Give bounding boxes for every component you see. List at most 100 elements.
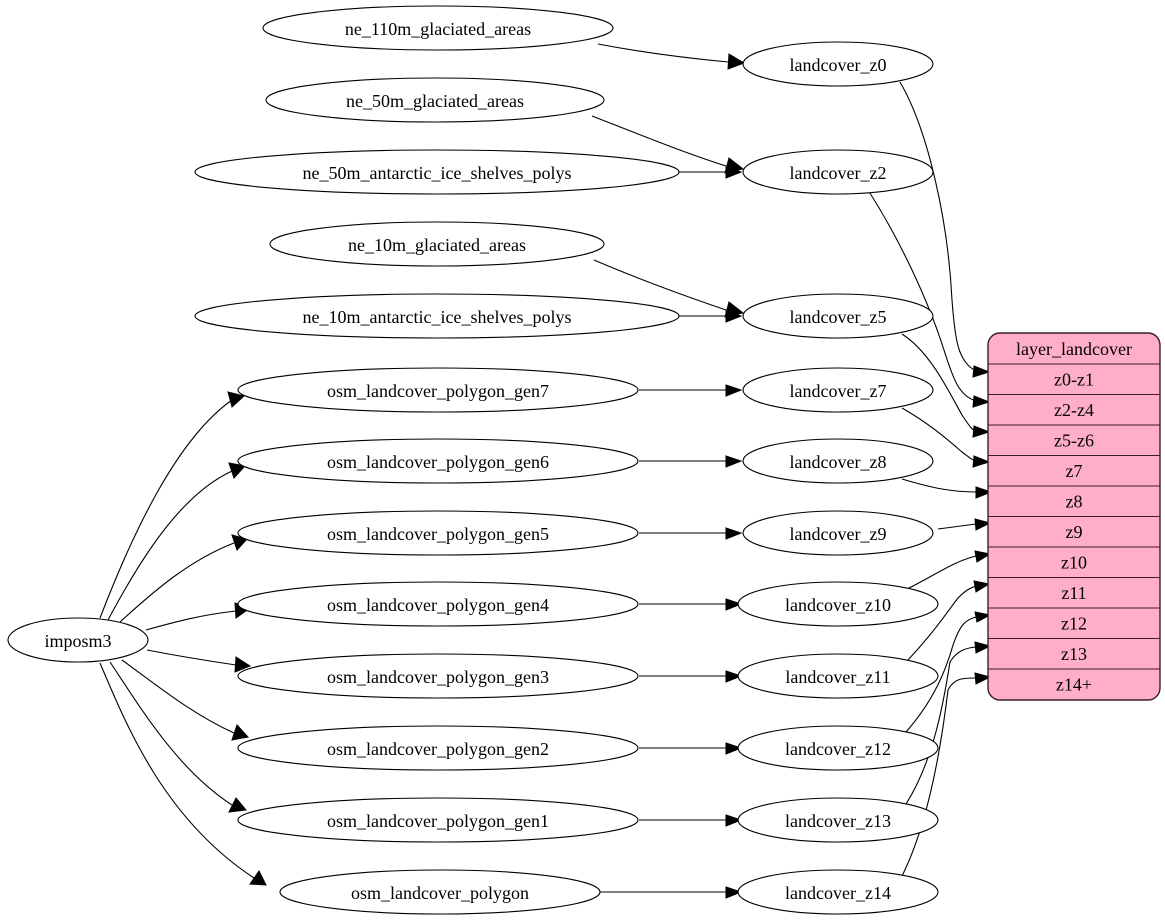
node-ellipse[interactable]: [237, 367, 639, 413]
edge-z5-row-z5z6: [901, 333, 977, 432]
node-ellipse[interactable]: [237, 581, 639, 627]
arrowhead: [228, 462, 246, 479]
node-label: landcover_z12: [785, 739, 891, 759]
arrowhead: [231, 724, 249, 741]
node-ellipse[interactable]: [742, 41, 934, 87]
table-row-cell[interactable]: [988, 516, 1160, 548]
landcover-view-node[interactable]: landcover_z0: [742, 41, 934, 87]
arrowhead: [725, 166, 743, 179]
node-label: landcover_z14: [785, 883, 891, 903]
arrowhead: [974, 550, 992, 563]
arrowhead: [725, 384, 743, 397]
node-ellipse[interactable]: [737, 869, 939, 915]
node-ellipse[interactable]: [265, 77, 605, 123]
edge-ne110m-z0: [597, 43, 729, 63]
node-ellipse[interactable]: [279, 869, 601, 915]
ne-source-node[interactable]: ne_10m_glaciated_areas: [269, 221, 605, 267]
arrowhead: [727, 53, 746, 70]
node-ellipse[interactable]: [737, 725, 939, 771]
node-ellipse[interactable]: [194, 149, 680, 195]
table-row-label: z10: [1061, 553, 1087, 573]
landcover-view-node[interactable]: landcover_z10: [737, 581, 939, 627]
ne-source-node[interactable]: ne_110m_glaciated_areas: [262, 5, 614, 51]
node-ellipse[interactable]: [737, 797, 939, 843]
arrowhead: [725, 310, 743, 323]
node-label: landcover_z11: [785, 667, 890, 687]
node-ellipse[interactable]: [262, 5, 614, 51]
node-label: osm_landcover_polygon_gen5: [327, 524, 549, 544]
arrowhead: [975, 486, 993, 499]
landcover-view-node[interactable]: landcover_z12: [737, 725, 939, 771]
node-ellipse[interactable]: [742, 367, 934, 413]
node-ellipse[interactable]: [742, 510, 934, 556]
osm-table-node[interactable]: osm_landcover_polygon: [279, 869, 601, 915]
edge-z8-row-z8: [901, 478, 977, 493]
node-ellipse[interactable]: [237, 438, 639, 484]
node-ellipse[interactable]: [269, 221, 605, 267]
node-ellipse[interactable]: [7, 617, 149, 663]
arrowhead: [231, 534, 248, 551]
table-row-cell[interactable]: [988, 577, 1160, 609]
edge-imposm3-gen3: [146, 649, 237, 666]
landcover-view-node[interactable]: landcover_z2: [742, 149, 934, 195]
edge-ne10mglac-z5: [593, 259, 727, 311]
table-row-cell[interactable]: [988, 669, 1160, 700]
arrowhead: [234, 656, 252, 673]
landcover-view-node[interactable]: landcover_z7: [742, 367, 934, 413]
table-row-cell[interactable]: [988, 425, 1160, 456]
arrowhead: [725, 455, 743, 468]
landcover-view-node[interactable]: landcover_z13: [737, 797, 939, 843]
node-ellipse[interactable]: [737, 653, 939, 699]
node-ellipse[interactable]: [742, 438, 934, 484]
osm-table-node[interactable]: osm_landcover_polygon_gen7: [237, 367, 639, 413]
node-ellipse[interactable]: [737, 581, 939, 627]
arrowhead: [249, 870, 267, 886]
node-label: ne_110m_glaciated_areas: [345, 19, 531, 39]
edge-imposm3-gen2: [121, 659, 235, 734]
osm-table-node[interactable]: osm_landcover_polygon_gen5: [237, 510, 639, 556]
landcover-view-node[interactable]: landcover_z11: [737, 653, 939, 699]
node-label: osm_landcover_polygon_gen7: [327, 381, 549, 401]
node-label: landcover_z7: [790, 381, 887, 401]
node-imposm3[interactable]: imposm3: [7, 617, 149, 663]
node-label: ne_50m_glaciated_areas: [346, 91, 524, 111]
osm-table-node[interactable]: osm_landcover_polygon_gen1: [237, 797, 639, 843]
table-row-cell[interactable]: [988, 455, 1160, 487]
landcover-view-node[interactable]: landcover_z14: [737, 869, 939, 915]
arrowhead: [725, 527, 743, 540]
node-label: osm_landcover_polygon_gen6: [327, 452, 549, 472]
arrowhead: [973, 580, 991, 593]
node-label: ne_10m_antarctic_ice_shelves_polys: [303, 307, 572, 327]
node-ellipse[interactable]: [742, 149, 934, 195]
table-outline: [987, 332, 1161, 701]
arrowhead: [974, 518, 992, 531]
table-row-cell[interactable]: [988, 638, 1160, 670]
table-row-cell[interactable]: [988, 394, 1160, 426]
node-ellipse[interactable]: [237, 797, 639, 843]
edge-imposm3-gen6: [107, 470, 233, 621]
node-ellipse[interactable]: [237, 510, 639, 556]
landcover-view-node[interactable]: landcover_z5: [742, 293, 934, 339]
node-label: ne_10m_glaciated_areas: [348, 235, 526, 255]
osm-table-node[interactable]: osm_landcover_polygon_gen2: [237, 725, 639, 771]
node-label: osm_landcover_polygon_gen2: [327, 739, 549, 759]
node-ellipse[interactable]: [237, 725, 639, 771]
ne-source-node[interactable]: ne_50m_glaciated_areas: [265, 77, 605, 123]
ne-source-node[interactable]: ne_50m_antarctic_ice_shelves_polys: [194, 149, 680, 195]
ne-source-node[interactable]: ne_10m_antarctic_ice_shelves_polys: [194, 293, 680, 339]
osm-table-node[interactable]: osm_landcover_polygon_gen3: [237, 653, 639, 699]
landcover-view-node[interactable]: landcover_z9: [742, 510, 934, 556]
osm-table-node[interactable]: osm_landcover_polygon_gen4: [237, 581, 639, 627]
arrowhead: [227, 391, 246, 408]
table-row-cell[interactable]: [988, 547, 1160, 578]
node-ellipse[interactable]: [194, 293, 680, 339]
layer-landcover-table[interactable]: layer_landcover z0-z1 z2-z4 z5-z6 z7 z8 …: [987, 332, 1161, 701]
node-label: landcover_z0: [790, 55, 887, 75]
node-ellipse[interactable]: [237, 653, 639, 699]
osm-table-node[interactable]: osm_landcover_polygon_gen6: [237, 438, 639, 484]
table-row-cell[interactable]: [988, 486, 1160, 517]
landcover-view-node[interactable]: landcover_z8: [742, 438, 934, 484]
table-row-cell[interactable]: [988, 608, 1160, 639]
table-row-cell[interactable]: [988, 364, 1160, 395]
node-ellipse[interactable]: [742, 293, 934, 339]
